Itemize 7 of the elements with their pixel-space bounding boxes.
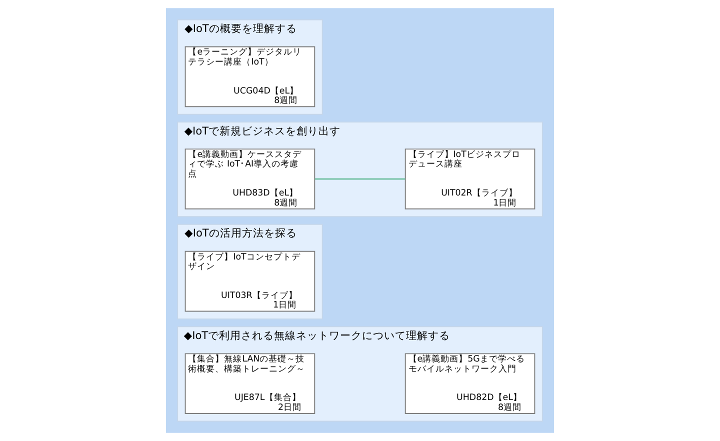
node-box: 【eラーニング】デジタルリテラシー講座（IoT） UCG04D【eL】 8週間 — [184, 46, 316, 108]
node-box: 【ライブ】IoTビジネスプロデュース講座 UIT02R【ライブ】 1日間 — [404, 148, 536, 210]
node-box: 【集合】無線LANの基礎～技術概要、構築トレーニング～ UJE87L【集合】 2日間 — [184, 353, 316, 414]
node-box: 【e講義動画】5Gまで学べるモバイルネットワーク入門 UHD82D【eL】 8週間 — [404, 353, 536, 414]
node-box: 【ライブ】IoTコンセプトデザイン UIT03R【ライブ】 1日間 — [184, 250, 316, 312]
node-box: 【e講義動画】ケーススタディで学ぶ IoT･AI導入の考慮点 UHD83D【eL】 8週間 — [184, 148, 316, 210]
connector — [314, 178, 406, 180]
